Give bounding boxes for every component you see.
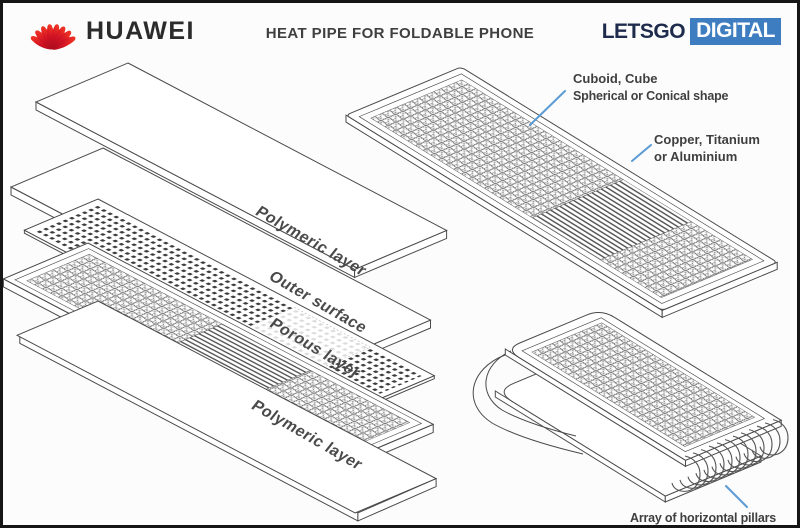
layer-polymeric-bottom <box>17 301 436 521</box>
layer-polymeric-top <box>36 63 447 277</box>
fold-inner-curve <box>486 351 576 436</box>
annotation-materials-line1: Copper, Titanium <box>654 132 760 147</box>
folded-heat-pipe <box>473 309 789 502</box>
annotation-pillars: Array of horizontal pillars <box>630 511 776 525</box>
exploded-stack: Polymeric layer Outer surface Porous lay… <box>3 63 446 521</box>
page-title: HEAT PIPE FOR FOLDABLE PHONE <box>265 25 535 42</box>
leader-line-pillars <box>725 485 748 508</box>
flat-heat-pipe <box>346 67 777 317</box>
huawei-brand: HUAWEI <box>29 11 195 51</box>
annotation-shapes-line1: Cuboid, Cube <box>573 71 658 86</box>
letsgo-digital-badge: LETSGO DIGITAL <box>602 18 781 45</box>
leader-line-materials <box>631 144 652 162</box>
digital-text: DIGITAL <box>690 18 781 45</box>
annotation-shapes-line2: Spherical or Conical shape <box>573 89 729 103</box>
annotation-materials-line2: or Aluminium <box>654 149 737 164</box>
letsgo-text: LETSGO <box>601 19 686 43</box>
huawei-wordmark: HUAWEI <box>86 16 195 45</box>
patent-diagram: Polymeric layer Outer surface Porous lay… <box>3 3 789 525</box>
folded-upper-tray <box>505 309 781 466</box>
fold-outer-curve <box>473 355 583 454</box>
leader-line-shapes <box>529 90 566 126</box>
